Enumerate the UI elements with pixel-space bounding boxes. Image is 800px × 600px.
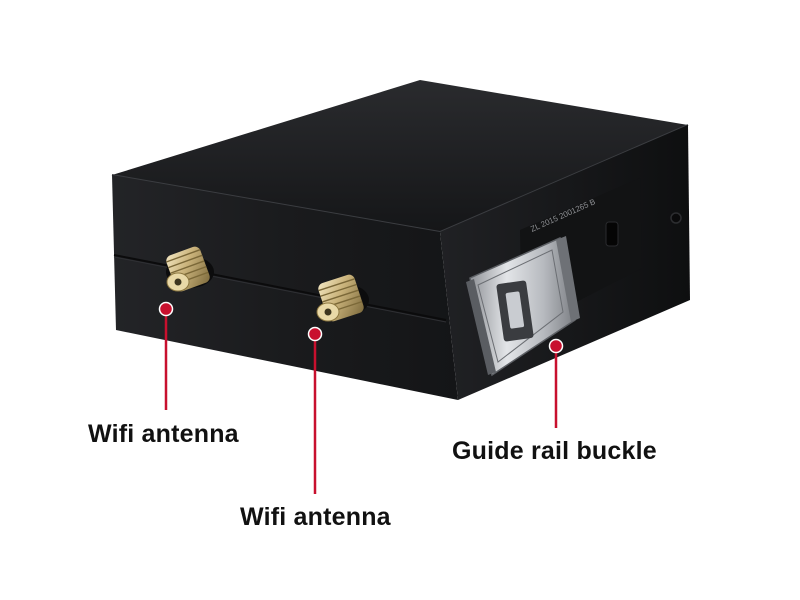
side-screw [670,212,682,224]
device-top-face [112,80,688,232]
antenna-connector-left [166,246,214,292]
callout-antenna-center [307,326,323,494]
rail-buckle [466,236,580,377]
side-port [605,221,619,247]
label-guide-rail-buckle: Guide rail buckle [452,437,657,465]
antenna-connector-center [316,274,369,322]
callout-antenna-left [158,301,174,410]
label-wifi-antenna-left: Wifi antenna [88,420,239,448]
label-wifi-antenna-center: Wifi antenna [240,503,391,531]
callout-rail-buckle [548,338,564,428]
